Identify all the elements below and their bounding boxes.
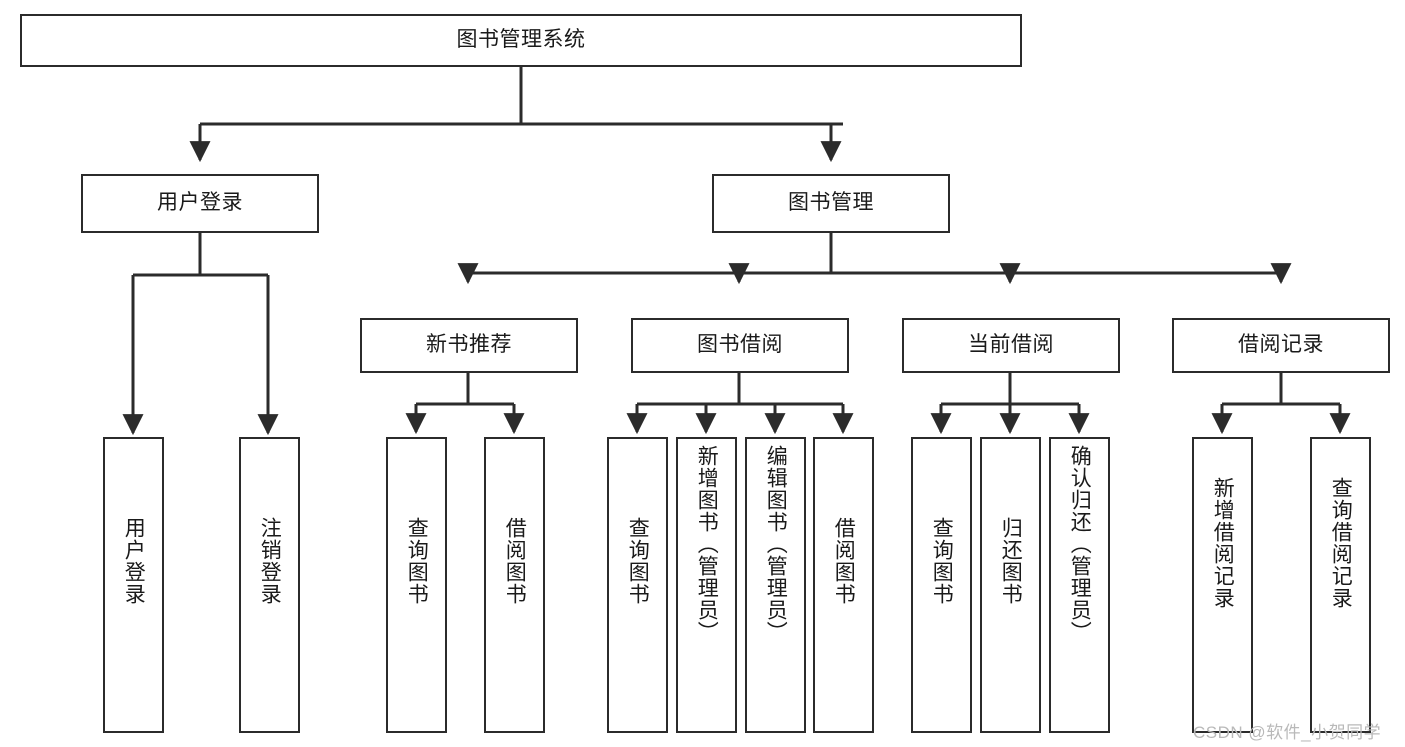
node-user-login[interactable]: 用户登录 — [81, 174, 319, 233]
node-label: 查询图书 — [626, 517, 650, 605]
leaf-return-book[interactable]: 归还图书 — [980, 437, 1041, 733]
node-label: 归还图书 — [999, 517, 1023, 605]
leaf-edit-book-admin[interactable]: 编辑图书（管理员） — [745, 437, 806, 733]
leaf-borrow-book[interactable]: 借阅图书 — [813, 437, 874, 733]
leaf-query-book-recommend[interactable]: 查询图书 — [386, 437, 447, 733]
node-label: 借阅记录 — [1238, 333, 1324, 357]
leaf-query-book-current[interactable]: 查询图书 — [911, 437, 972, 733]
watermark-text: CSDN @软件_小贺同学 — [1193, 723, 1382, 742]
node-label: 查询图书 — [405, 517, 429, 605]
node-label: 编辑图书（管理员） — [764, 445, 788, 643]
node-label: 借阅图书 — [503, 517, 527, 605]
node-root-system[interactable]: 图书管理系统 — [20, 14, 1022, 67]
leaf-add-book-admin[interactable]: 新增图书（管理员） — [676, 437, 737, 733]
node-borrow-record[interactable]: 借阅记录 — [1172, 318, 1390, 373]
node-label: 新增借阅记录 — [1211, 477, 1235, 609]
node-book-borrow[interactable]: 图书借阅 — [631, 318, 849, 373]
node-label: 确认归还（管理员） — [1068, 445, 1092, 643]
node-label: 新增图书（管理员） — [695, 445, 719, 643]
node-label: 用户登录 — [122, 517, 146, 605]
node-new-book-recommend[interactable]: 新书推荐 — [360, 318, 578, 373]
node-book-management[interactable]: 图书管理 — [712, 174, 950, 233]
node-current-borrow[interactable]: 当前借阅 — [902, 318, 1120, 373]
node-label: 图书管理 — [788, 191, 874, 215]
leaf-borrow-book-recommend[interactable]: 借阅图书 — [484, 437, 545, 733]
node-label: 注销登录 — [258, 517, 282, 605]
node-label: 图书管理系统 — [456, 28, 586, 52]
node-label: 图书借阅 — [697, 333, 783, 357]
leaf-logout[interactable]: 注销登录 — [239, 437, 300, 733]
node-label: 用户登录 — [157, 191, 243, 215]
leaf-query-book-borrow[interactable]: 查询图书 — [607, 437, 668, 733]
leaf-confirm-return-admin[interactable]: 确认归还（管理员） — [1049, 437, 1110, 733]
leaf-user-login[interactable]: 用户登录 — [103, 437, 164, 733]
leaf-query-borrow-record[interactable]: 查询借阅记录 — [1310, 437, 1371, 733]
node-label: 借阅图书 — [832, 517, 856, 605]
node-label: 当前借阅 — [968, 333, 1054, 357]
node-label: 查询图书 — [930, 517, 954, 605]
node-label: 查询借阅记录 — [1329, 477, 1353, 609]
leaf-add-borrow-record[interactable]: 新增借阅记录 — [1192, 437, 1253, 733]
node-label: 新书推荐 — [426, 333, 512, 357]
